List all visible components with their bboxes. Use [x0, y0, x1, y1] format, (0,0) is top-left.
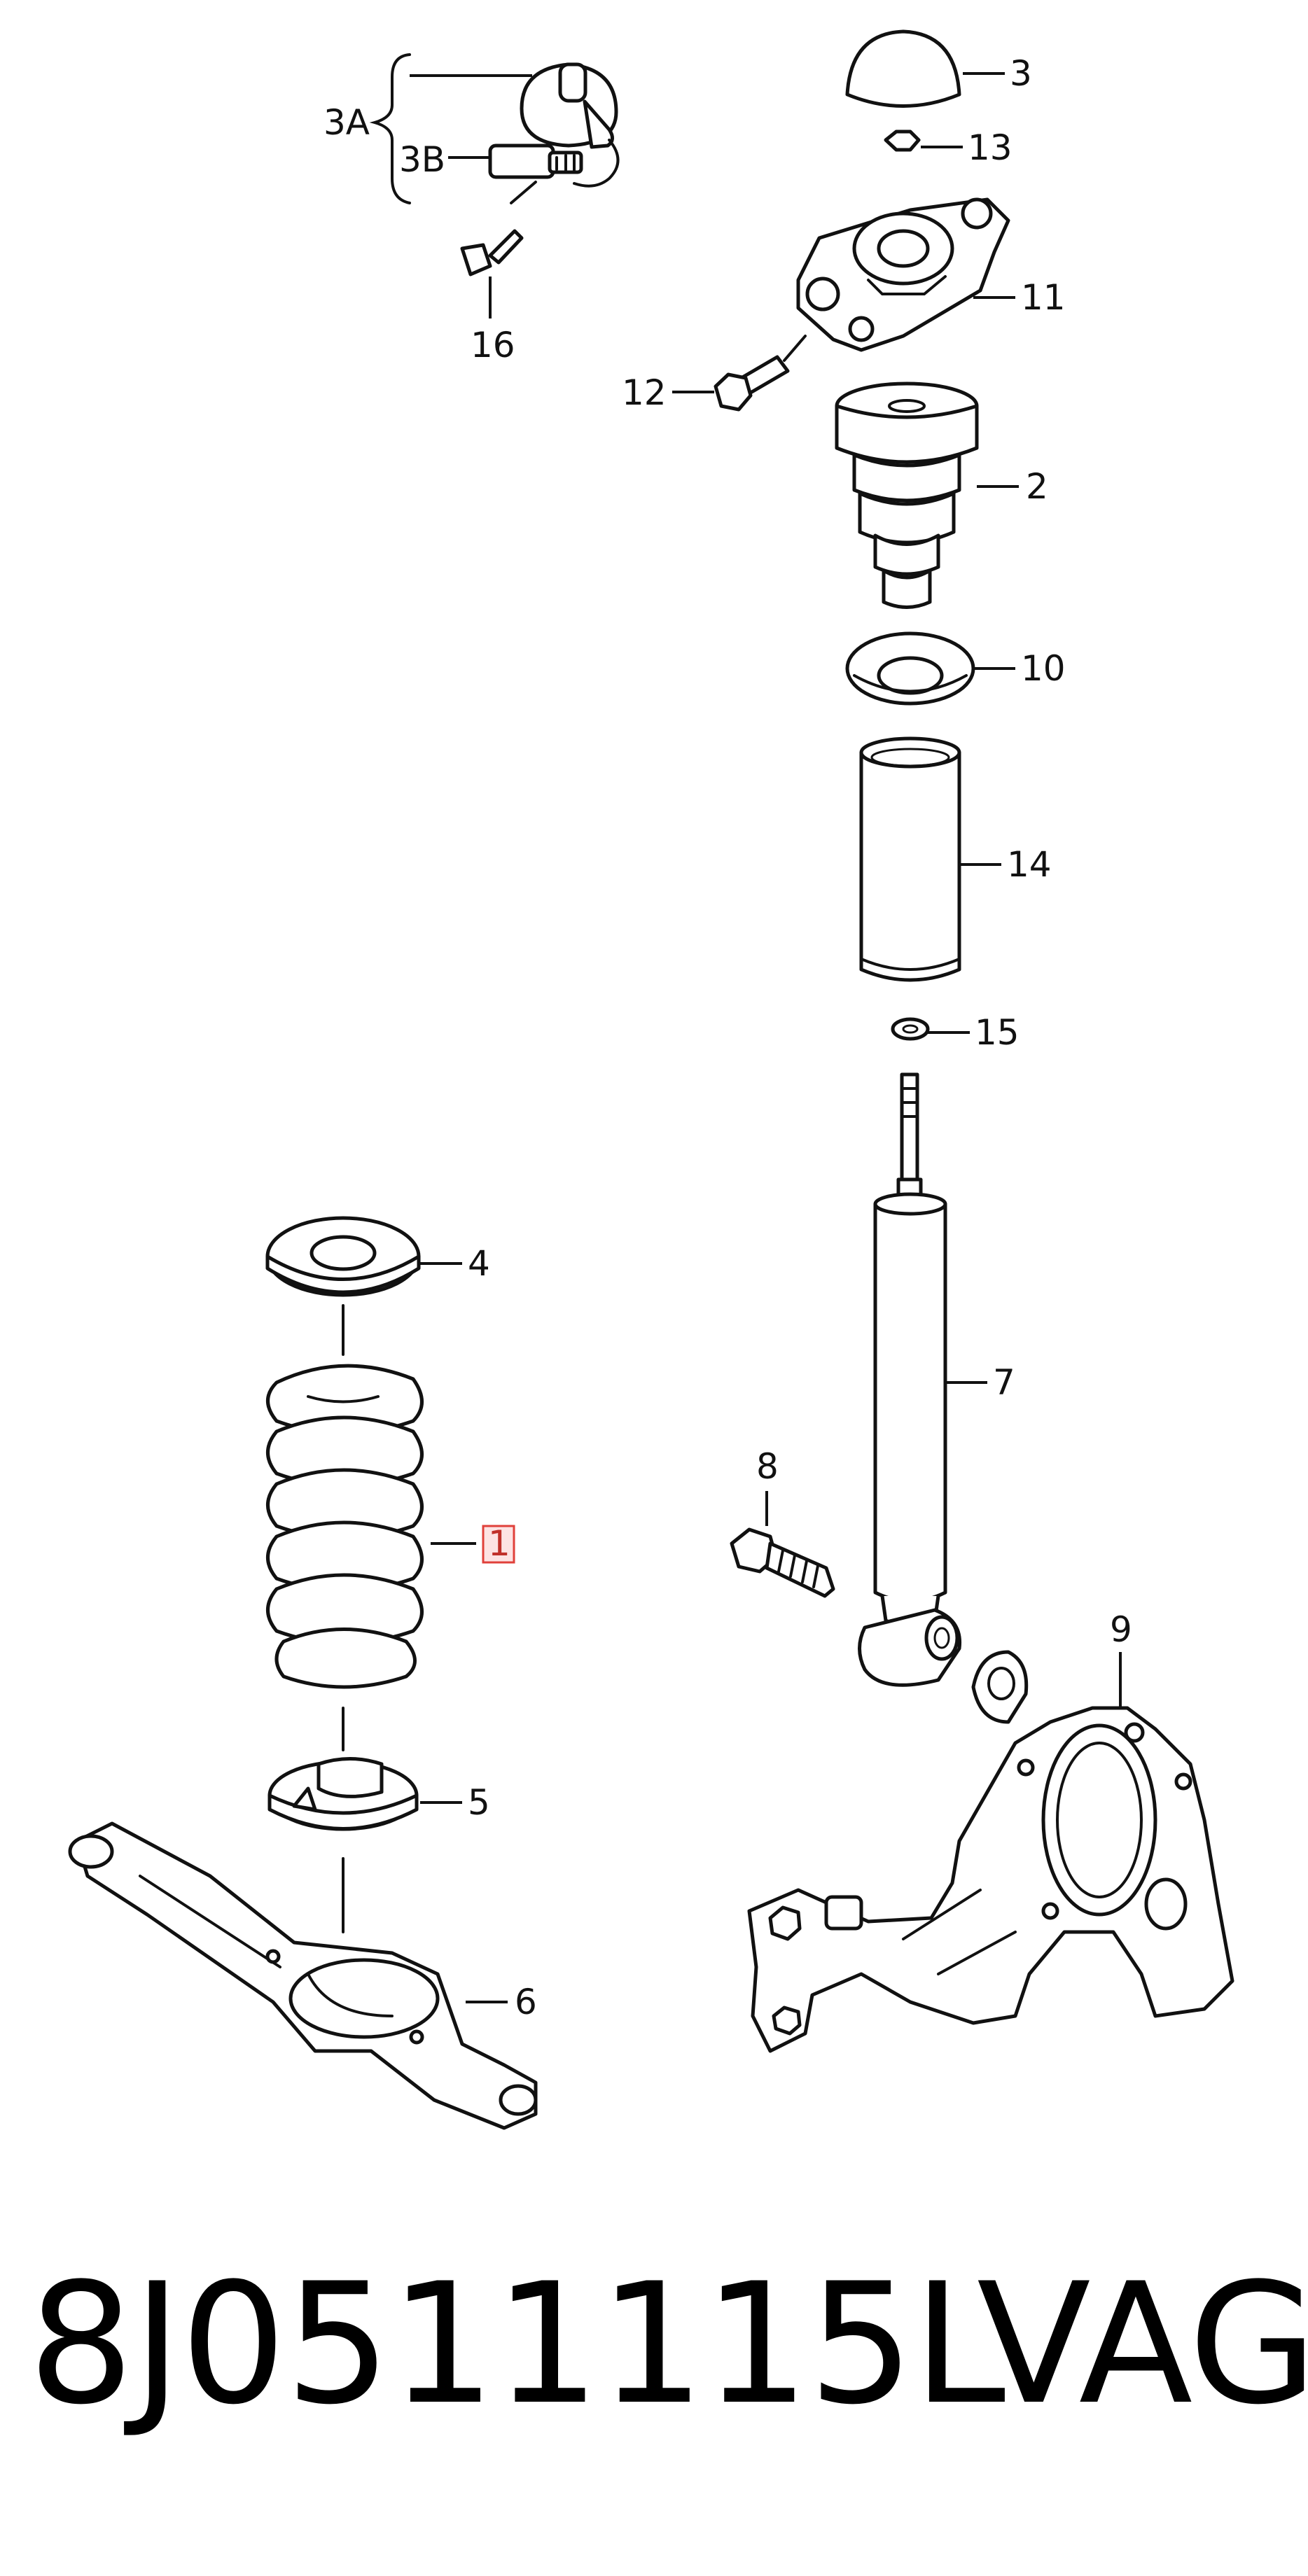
dust-cap-part-3	[845, 29, 961, 108]
callout-3: 3	[1010, 53, 1032, 94]
bump-stop-part-2	[835, 382, 979, 609]
level-sensor-assembly	[369, 53, 620, 276]
washer-part-15	[891, 1017, 930, 1041]
callout-5: 5	[468, 1782, 490, 1823]
lower-spring-pad-part-5	[267, 1757, 419, 1831]
callout-15: 15	[975, 1012, 1020, 1053]
callout-3B: 3B	[399, 139, 445, 180]
callout-8: 8	[756, 1446, 779, 1487]
nut-part-13	[884, 130, 921, 152]
control-arm-part-6	[68, 1821, 538, 2130]
upper-spring-pad-part-4	[265, 1216, 421, 1297]
bolt-part-8	[730, 1527, 835, 1598]
bolt-part-12	[714, 335, 807, 412]
callout-9: 9	[1110, 1609, 1132, 1650]
callout-12: 12	[622, 372, 667, 413]
top-mount-part-11	[796, 197, 1010, 352]
part-number: 8J0511115L	[28, 2248, 1006, 2442]
callout-2: 2	[1026, 466, 1048, 507]
callout-10: 10	[1021, 648, 1066, 689]
wheel-carrier-part-9	[747, 1650, 1234, 2053]
callout-6: 6	[515, 1982, 537, 2022]
callout-4: 4	[468, 1243, 490, 1284]
callout-7: 7	[993, 1362, 1015, 1403]
callout-13: 13	[968, 127, 1013, 168]
callout-16: 16	[471, 325, 515, 365]
callout-3A: 3A	[323, 102, 370, 143]
brand-name: VAG	[977, 2248, 1308, 2442]
shock-absorber-part-7	[858, 1072, 962, 1687]
dust-sleeve-part-14	[859, 736, 961, 982]
callout-14: 14	[1007, 844, 1052, 885]
seat-part-10	[845, 631, 975, 706]
callout-1-highlight-box	[482, 1525, 515, 1564]
callout-1: 1	[488, 1523, 510, 1564]
callout-11: 11	[1021, 277, 1066, 318]
coil-spring-part-1	[266, 1364, 424, 1689]
